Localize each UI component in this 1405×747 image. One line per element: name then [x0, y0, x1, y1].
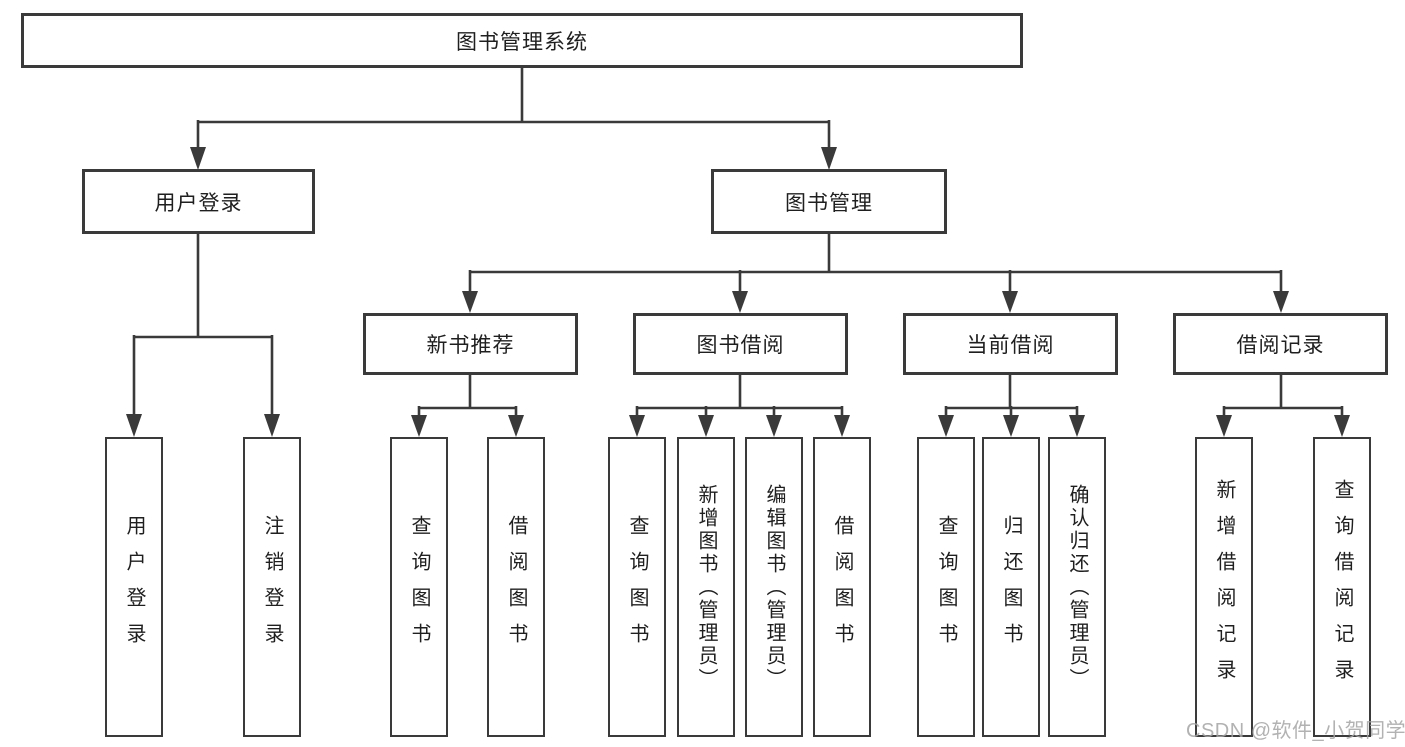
leaf-add-books-admin: 新增图书（管理员） [677, 437, 735, 737]
node-borrowing-records: 借阅记录 [1173, 313, 1388, 375]
node-label: 借阅图书 [505, 515, 527, 659]
connector-root [196, 68, 831, 148]
node-label: 用户登录 [123, 515, 145, 659]
connector-current-borrowing [944, 375, 1079, 416]
connector-book-borrowing [635, 375, 844, 416]
node-book-borrowing: 图书借阅 [633, 313, 848, 375]
node-label: 查询借阅记录 [1331, 479, 1353, 695]
node-label: 归还图书 [1000, 515, 1022, 659]
connector-new-book-recommend [417, 375, 518, 416]
connector-book-management [468, 234, 1283, 292]
node-label: 借阅图书 [831, 515, 853, 659]
node-label: 注销登录 [261, 515, 283, 659]
node-new-book-recommend: 新书推荐 [363, 313, 578, 375]
leaf-borrow-books-2: 借阅图书 [813, 437, 871, 737]
node-label: 当前借阅 [966, 334, 1055, 357]
leaf-query-books-1: 查询图书 [390, 437, 448, 737]
node-label: 确认归还（管理员） [1066, 483, 1088, 691]
leaf-confirm-return-admin: 确认归还（管理员） [1048, 437, 1106, 737]
node-label: 图书管理系统 [456, 30, 588, 54]
node-book-management: 图书管理 [711, 169, 947, 234]
node-label: 图书管理 [785, 191, 873, 215]
node-label: 借阅记录 [1236, 334, 1325, 357]
node-label: 查询图书 [626, 515, 648, 659]
leaf-return-books: 归还图书 [982, 437, 1040, 737]
leaf-borrow-books-1: 借阅图书 [487, 437, 545, 737]
leaf-logout-login: 注销登录 [243, 437, 301, 737]
node-label: 新增图书（管理员） [695, 483, 717, 691]
watermark: CSDN @软件_小贺同学 [1186, 720, 1405, 742]
leaf-query-borrow-record: 查询借阅记录 [1313, 437, 1371, 737]
leaf-edit-books-admin: 编辑图书（管理员） [745, 437, 803, 737]
node-label: 查询图书 [935, 515, 957, 659]
node-label: 用户登录 [154, 191, 243, 215]
connector-user-login [132, 234, 274, 416]
leaf-user-login: 用户登录 [105, 437, 163, 737]
leaf-query-books-2: 查询图书 [608, 437, 666, 737]
node-label: 新书推荐 [426, 334, 515, 357]
leaf-query-books-3: 查询图书 [917, 437, 975, 737]
connector-borrowing-records [1222, 375, 1344, 416]
node-label: 图书借阅 [696, 334, 785, 357]
node-label: 编辑图书（管理员） [763, 483, 785, 691]
node-current-borrowing: 当前借阅 [903, 313, 1118, 375]
node-label: 新增借阅记录 [1213, 479, 1235, 695]
leaf-add-borrow-record: 新增借阅记录 [1195, 437, 1253, 737]
node-label: 查询图书 [408, 515, 430, 659]
node-library-management-system: 图书管理系统 [21, 13, 1023, 68]
node-user-login: 用户登录 [82, 169, 315, 234]
